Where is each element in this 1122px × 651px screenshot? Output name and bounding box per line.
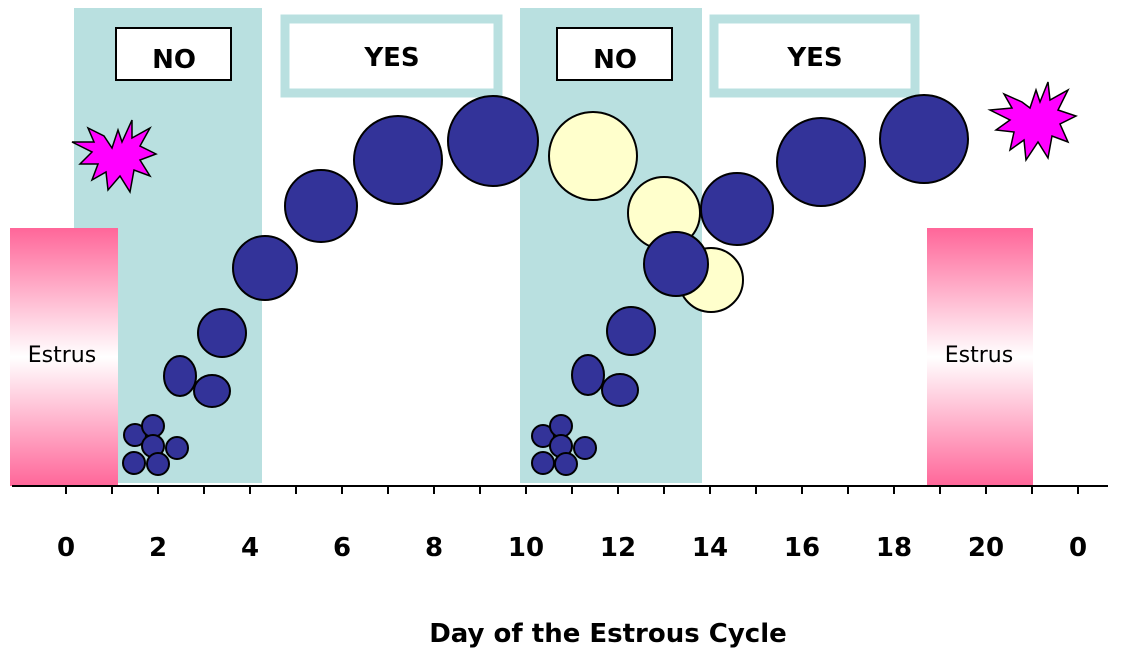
x-tick-label: 14 [692,533,728,563]
follicle-circle [146,452,170,476]
x-tick-label: 20 [968,533,1004,563]
x-axis-tick-labels: 0 2 4 6 8 10 12 14 16 18 20 0 [57,533,1087,563]
follicle-circle [549,414,573,438]
yes-box-1-label: YES [363,43,419,73]
follicle-circle [141,414,165,438]
estrus-bar-2 [927,228,1033,486]
follicle-circle [573,436,597,460]
no-box-1 [115,27,232,81]
estrus-label-2: Estrus [945,343,1013,368]
x-tick-label: 12 [600,533,636,563]
x-tick-label: 0 [57,533,75,563]
estrus-label-1: Estrus [28,343,96,368]
x-tick-label: 16 [784,533,820,563]
follicle-circle [571,354,605,396]
follicle-circle [531,451,555,475]
follicle-circle [165,436,189,460]
follicle-circle [879,94,969,184]
follicle-wave-2 [531,94,969,476]
follicle-circle [554,452,578,476]
x-tick-label: 2 [149,533,167,563]
follicle-circle [601,373,639,407]
no-box-2-label: NO [593,45,637,75]
estrus-bar-1 [10,228,118,486]
follicle-circle [284,169,358,243]
x-tick-label: 10 [508,533,544,563]
follicle-circle [447,95,539,187]
x-axis-title: Day of the Estrous Cycle [429,619,787,649]
x-tick-label: 6 [333,533,351,563]
follicle-circle [776,117,866,207]
x-axis-ticks [65,486,1079,494]
no-box-2 [556,27,673,81]
x-tick-label: 4 [241,533,259,563]
follicle-circle [163,355,197,397]
follicle-circle [531,424,555,448]
ovulation-burst-icon [71,119,158,195]
no-box-1-label: NO [152,45,196,75]
x-tick-label: 8 [425,533,443,563]
follicle-circle [193,374,231,408]
follicle-circle [643,231,709,297]
follicle-circle [548,111,638,201]
ovulation-burst-icon [987,81,1078,163]
yes-box-1 [280,14,503,98]
follicle-circle [122,451,146,475]
follicle-circle [232,235,298,301]
follicle-circle [353,115,443,205]
follicle-circle [700,172,774,246]
yes-box-2-label: YES [786,43,842,73]
yes-box-2 [709,14,920,98]
x-tick-label: 18 [876,533,912,563]
follicle-circle [606,306,656,356]
follicle-wave-1 [122,95,539,476]
x-tick-label: 0 [1069,533,1087,563]
follicle-circle [197,308,247,358]
